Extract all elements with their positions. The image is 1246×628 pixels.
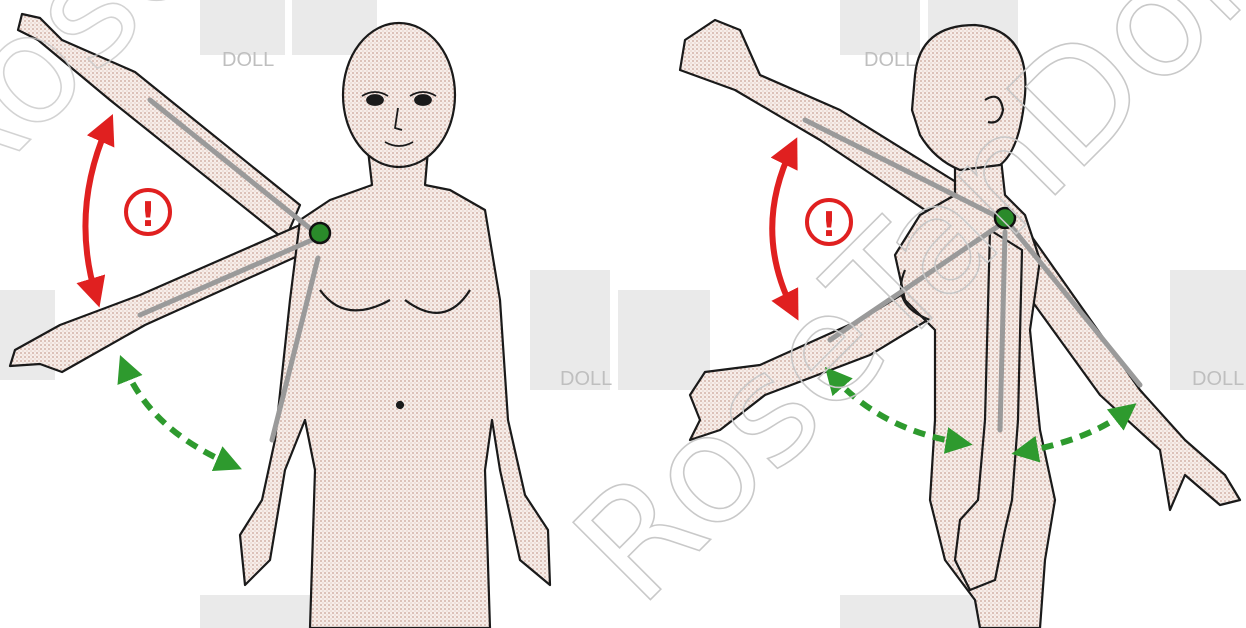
front-navel bbox=[397, 402, 403, 408]
watermark-logo-caption: DOLL bbox=[1192, 368, 1244, 390]
front-shoulder-joint-marker bbox=[310, 223, 330, 243]
front-warning-symbol: ! bbox=[140, 195, 156, 235]
watermark-logo-caption: DOLL bbox=[560, 368, 612, 390]
watermark-logo: DOLL bbox=[1170, 270, 1246, 390]
front-safe-range-arrow bbox=[124, 365, 232, 465]
watermark-logo-caption: DOLL bbox=[864, 49, 916, 71]
watermark-logo-caption: DOLL bbox=[222, 49, 274, 71]
front-raised-arm-line bbox=[150, 100, 312, 230]
front-warning-icon: ! bbox=[126, 190, 170, 235]
front-warning-range-arrow bbox=[85, 125, 108, 296]
front-lowered-arm-line bbox=[140, 240, 312, 315]
